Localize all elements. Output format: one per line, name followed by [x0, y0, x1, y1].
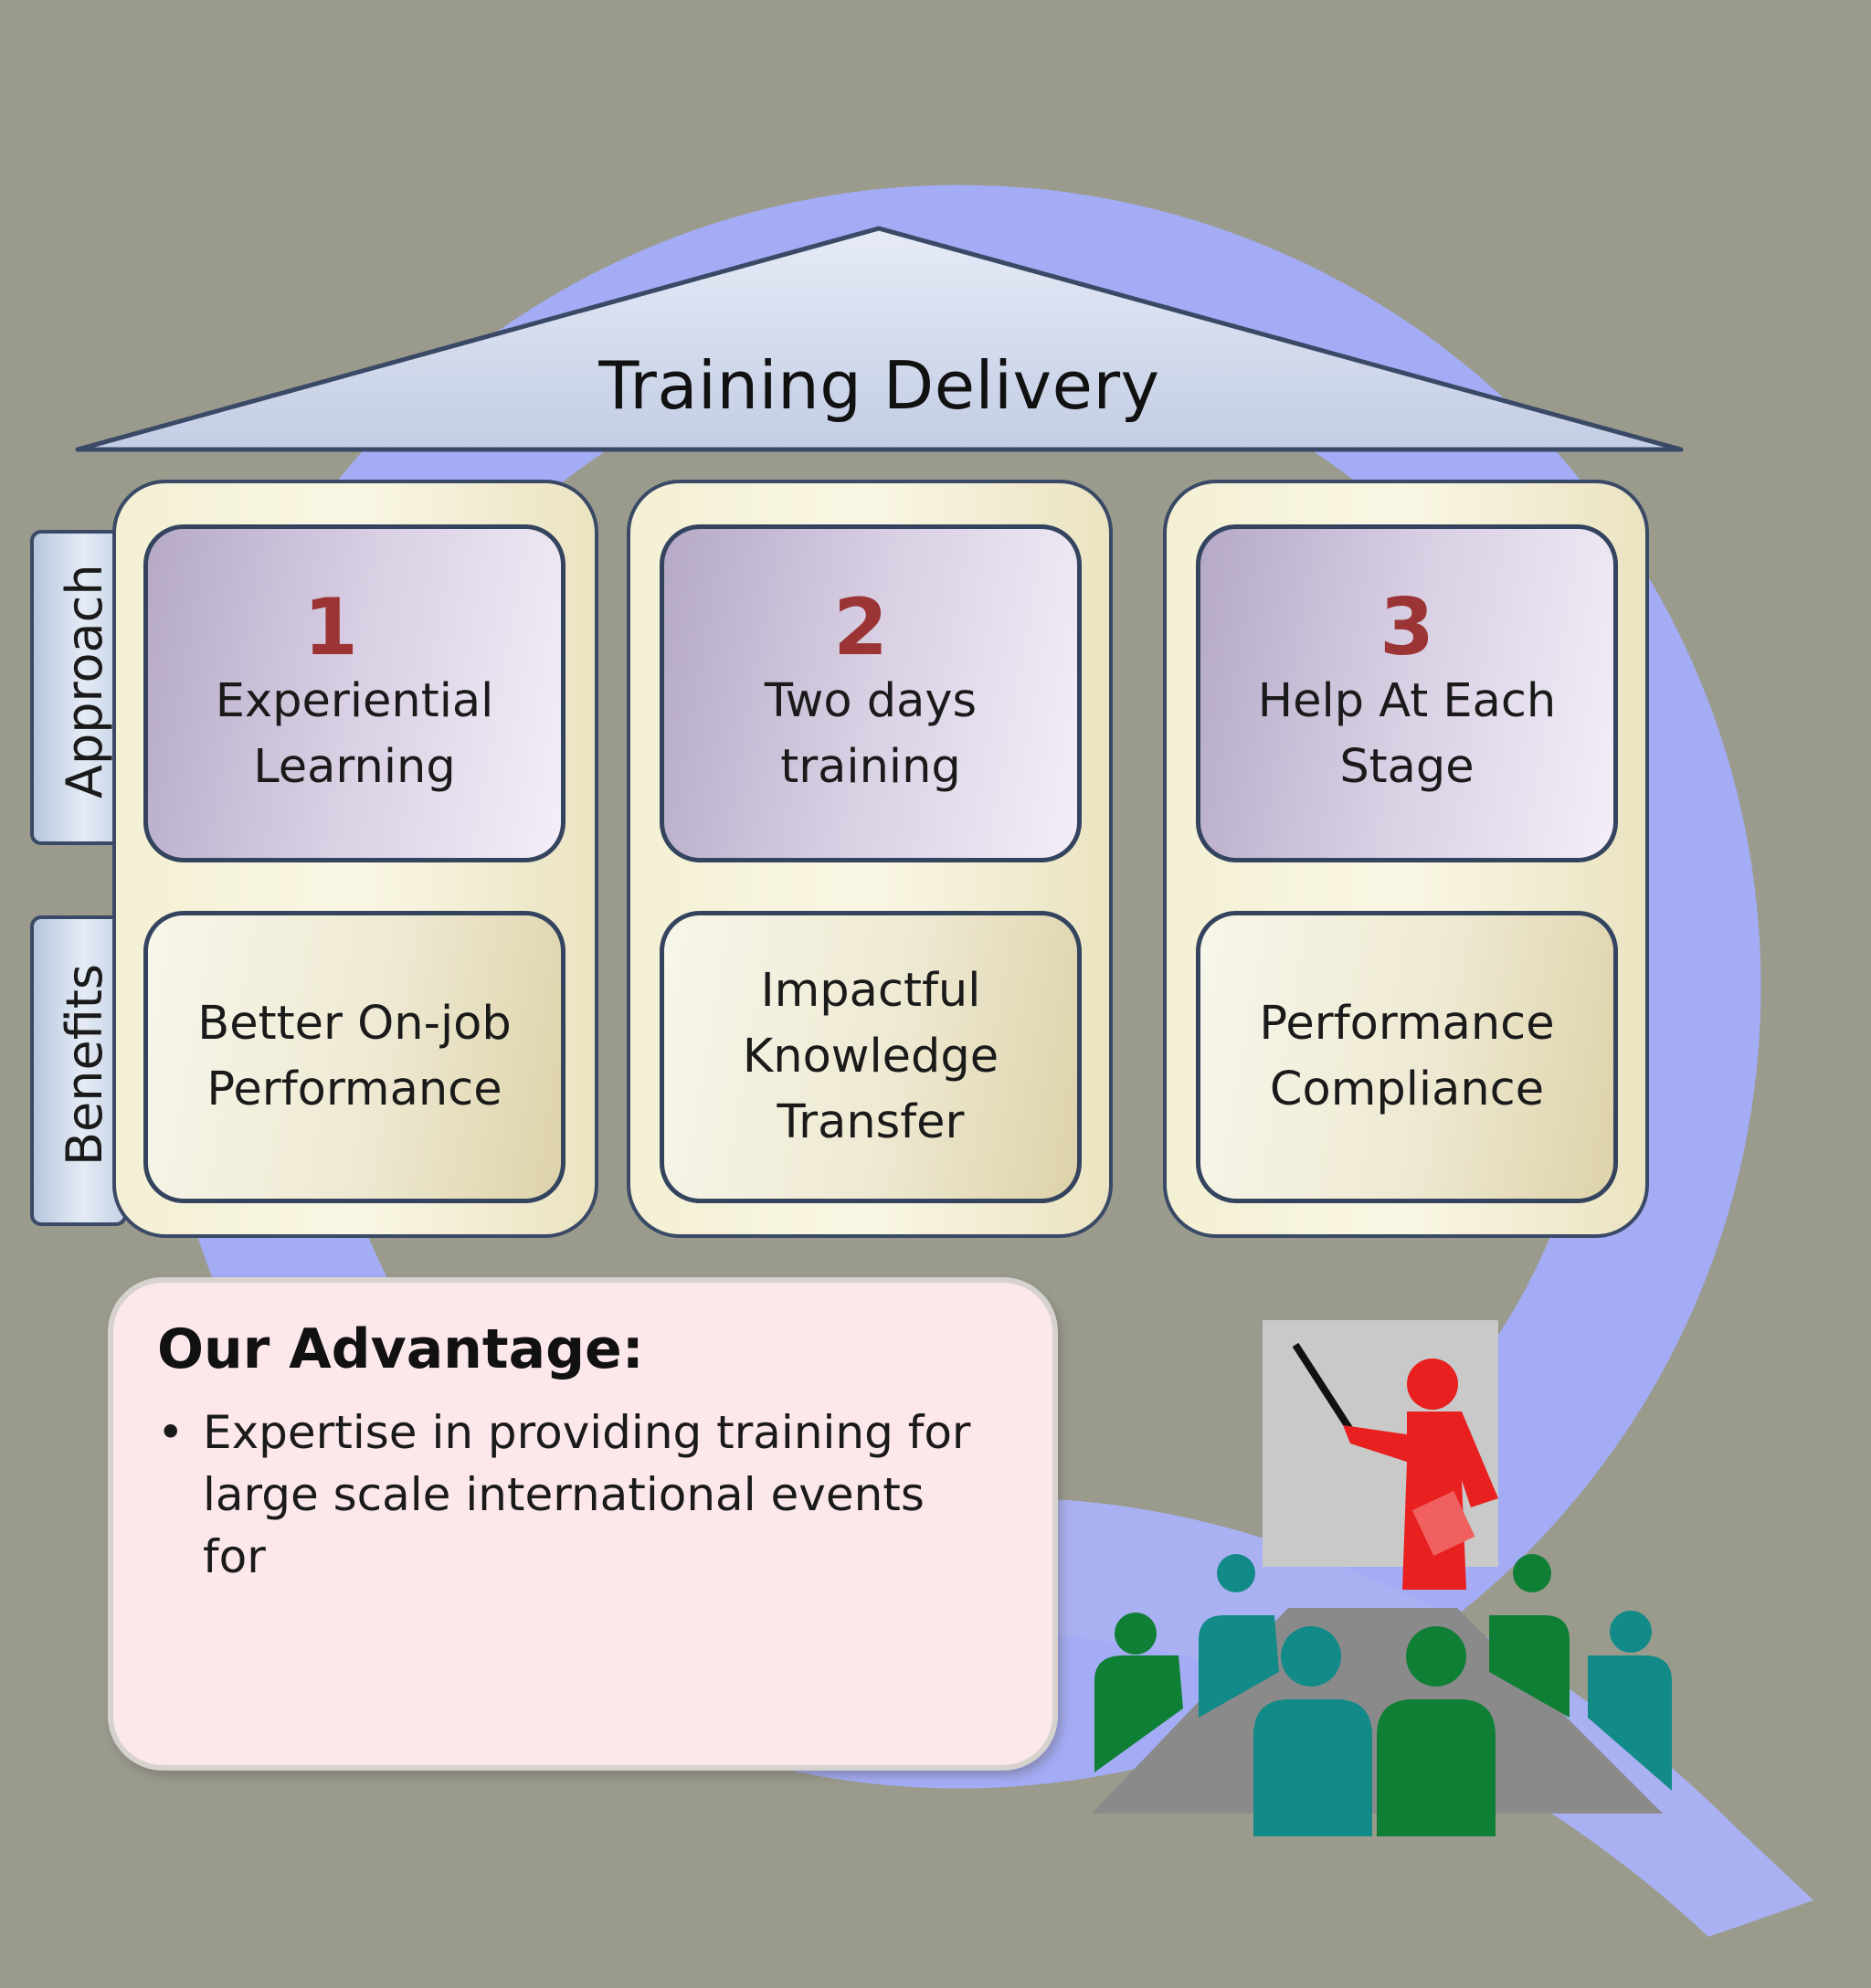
roof [75, 226, 1684, 452]
benefit-text-line: Performance [206, 1063, 502, 1116]
approach-card-1: 1 Experiential Learning [143, 524, 566, 862]
benefit-card-1: Better On-job Performance [143, 911, 566, 1203]
row-label-approach-tab: Approach [30, 530, 127, 845]
bullet-text-line: Expertise in providing training for [203, 1406, 971, 1459]
benefit-text-line: Impactful [760, 964, 981, 1018]
advantage-box: Our Advantage: • Expertise in providing … [108, 1277, 1058, 1771]
approach-text-line: Stage [1339, 740, 1475, 794]
roof-title: Training Delivery [598, 347, 1160, 424]
benefit-card-3: Performance Compliance [1196, 911, 1618, 1203]
benefit-text-line: Knowledge [742, 1030, 999, 1084]
row-label-approach: Approach [56, 564, 113, 798]
approach-text-line: Learning [253, 740, 456, 794]
pillar-2: 2 Two days training Impactful Knowledge … [627, 480, 1113, 1238]
approach-card-3: 3 Help At Each Stage [1196, 524, 1618, 862]
advantage-title: Our Advantage: [157, 1317, 644, 1381]
benefit-card-2: Impactful Knowledge Transfer [660, 911, 1082, 1203]
pillar-1: 1 Experiential Learning Better On-job Pe… [112, 480, 598, 1238]
benefit-text-line: Transfer [777, 1095, 965, 1149]
bullet-icon: • [157, 1406, 185, 1459]
advantage-bullet: • Expertise in providing training for la… [157, 1401, 998, 1588]
approach-text-line: training [780, 740, 961, 794]
benefit-text-line: Better On-job [197, 997, 512, 1051]
pillar-3: 3 Help At Each Stage Performance Complia… [1163, 480, 1649, 1238]
approach-text-line: Help At Each [1257, 674, 1557, 728]
pillar-number: 2 [833, 582, 888, 673]
approach-text-line: Experiential [215, 674, 494, 728]
presenter-meeting-icon [1092, 1320, 1672, 1836]
approach-text-line: Two days [764, 674, 978, 728]
approach-card-2: 2 Two days training [660, 524, 1082, 862]
row-label-benefits-tab: Benefits [30, 915, 127, 1226]
pillar-number: 3 [1379, 582, 1434, 673]
benefit-text-line: Compliance [1269, 1063, 1545, 1116]
bullet-text-line: large scale international events for [203, 1468, 925, 1583]
pillar-number: 1 [303, 582, 358, 673]
row-label-benefits: Benefits [56, 963, 113, 1166]
benefit-text-line: Performance [1259, 997, 1555, 1051]
